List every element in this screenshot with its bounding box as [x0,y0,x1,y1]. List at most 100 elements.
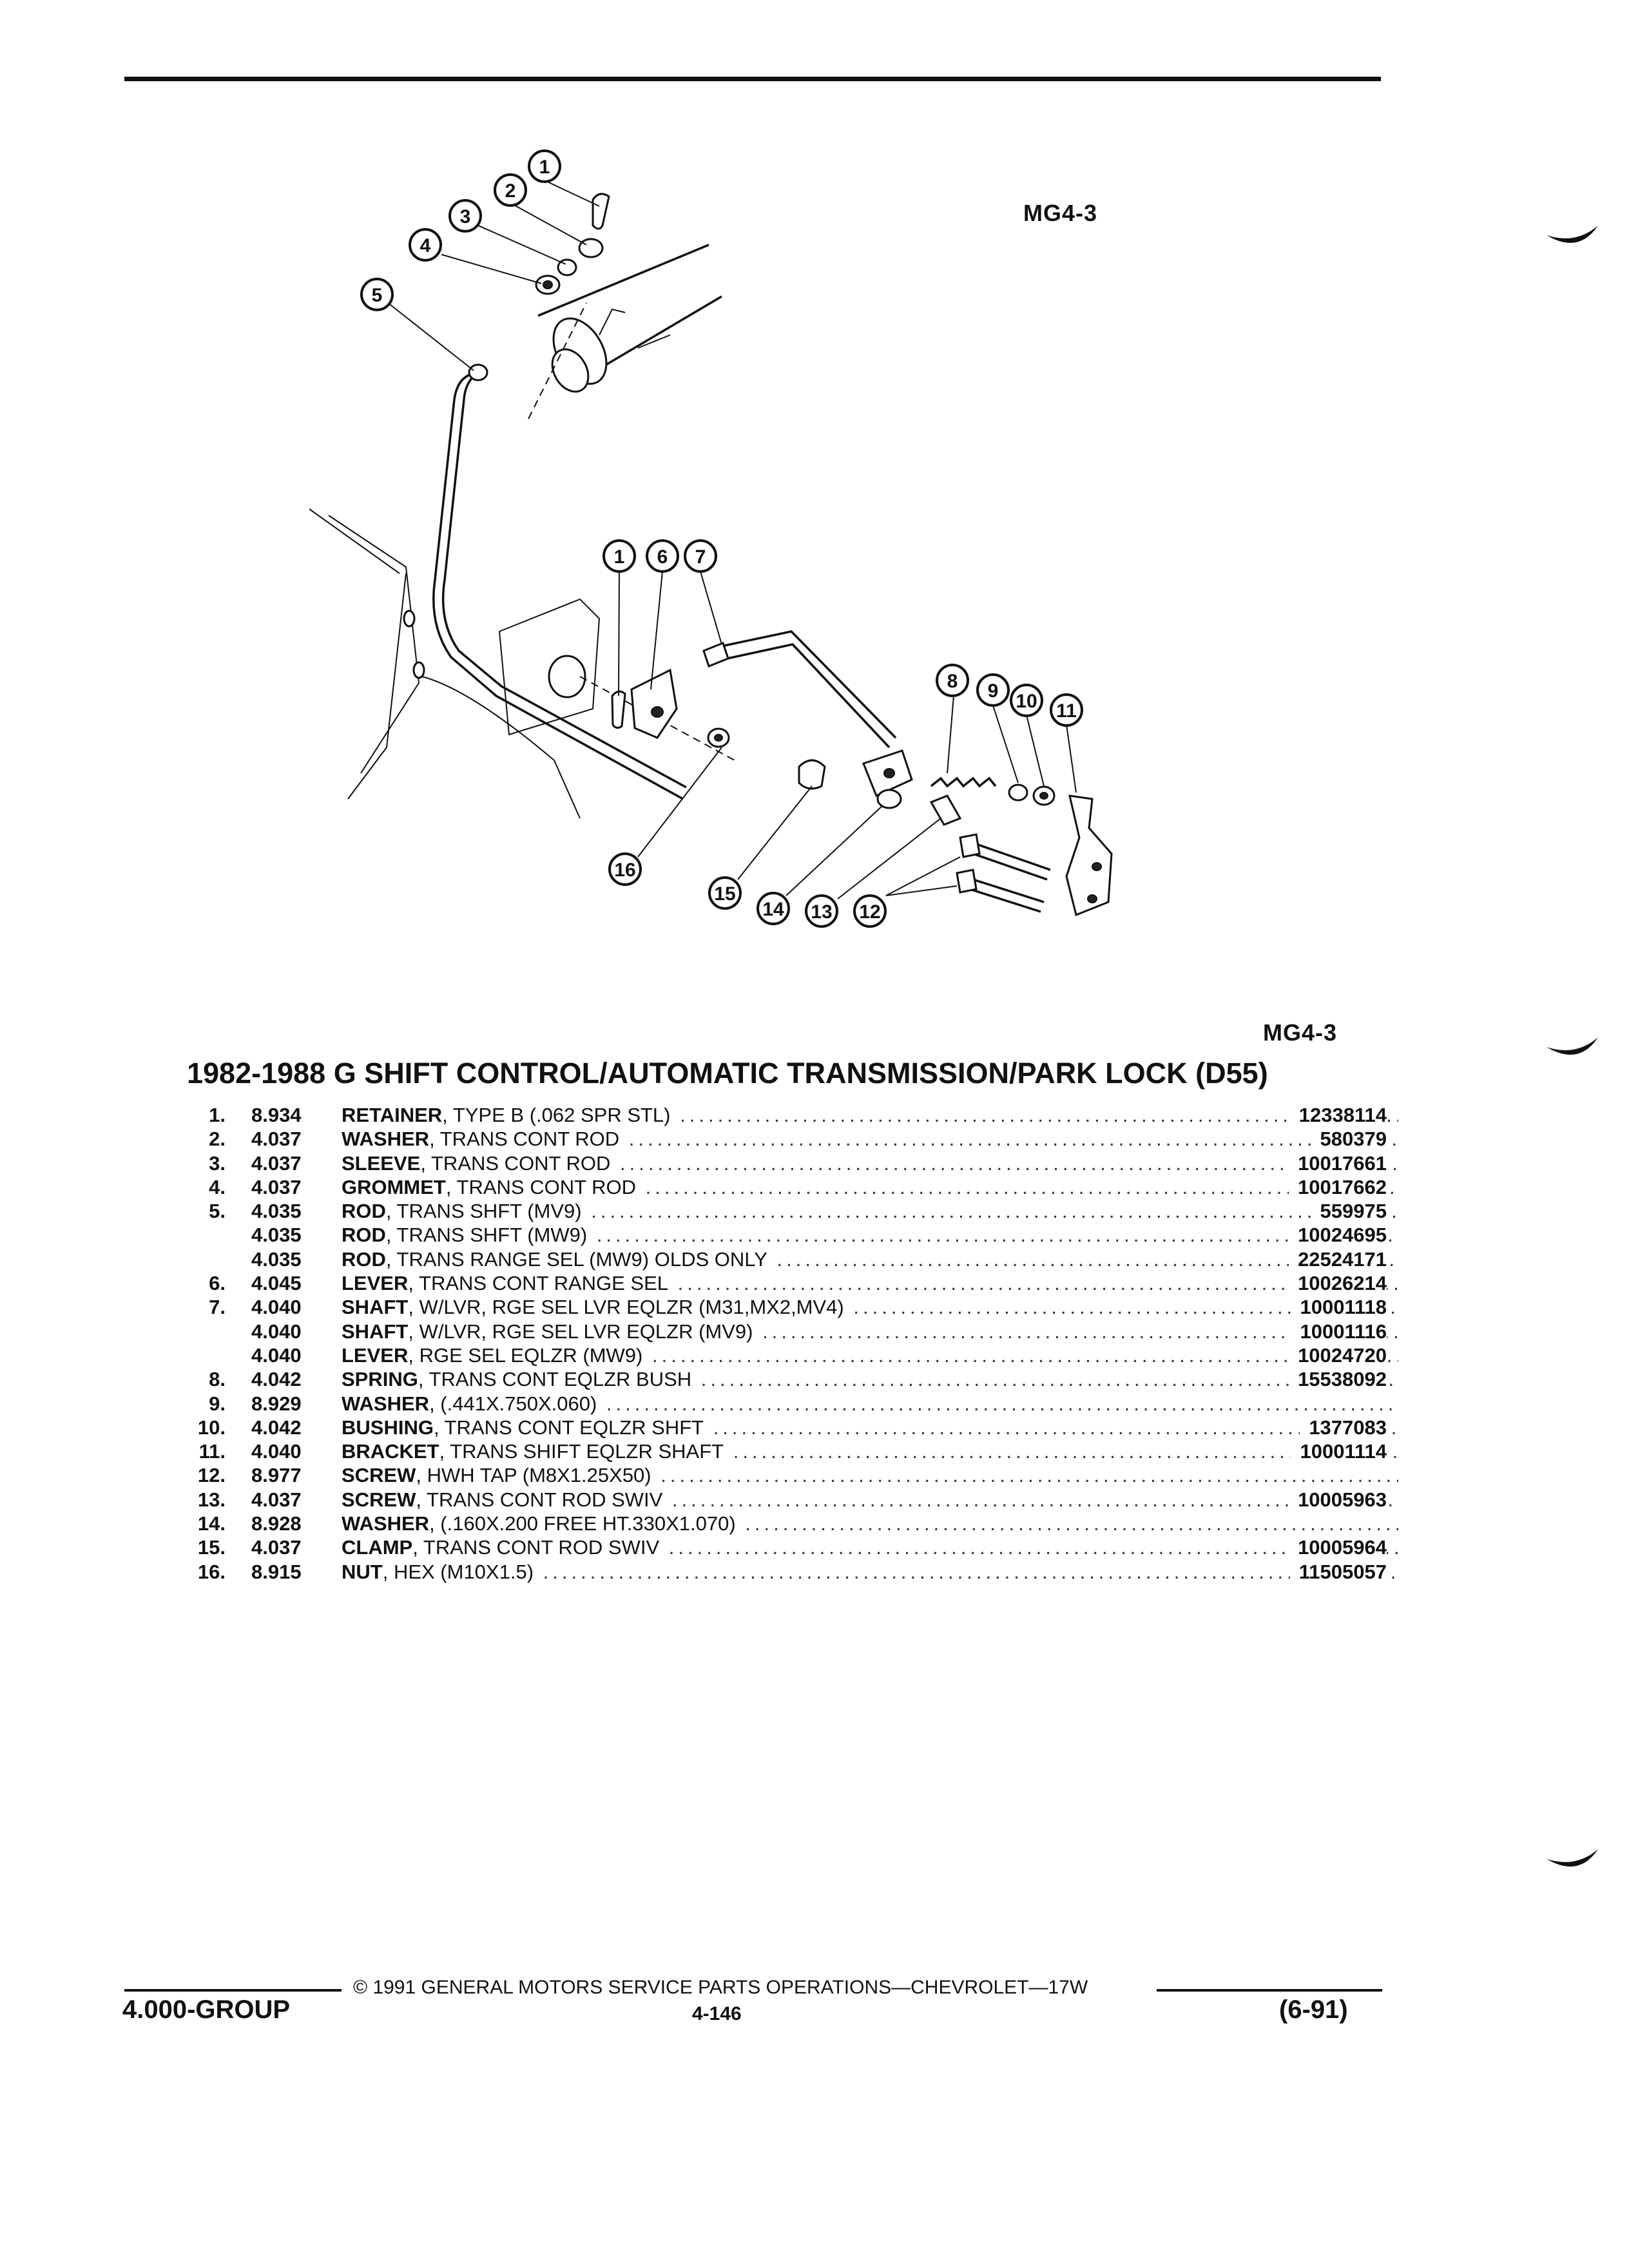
part-description: WASHER, (.160X.200 FREE HT.330X1.070) ..… [342,1512,1398,1535]
part-description: SCREW, HWH TAP (M8X1.25X50) ............… [342,1463,1398,1487]
svg-text:3: 3 [460,206,471,227]
frame-outline [347,573,407,800]
dot-leader: ........................................… [668,1536,1398,1559]
part-name: LEVER [342,1343,409,1367]
footer-copyright: © 1991 GENERAL MOTORS SERVICE PARTS OPER… [353,1977,1088,1998]
group-number: 4.037 [251,1128,302,1151]
part-number: 10005964 [1289,1535,1387,1560]
dot-leader: ........................................… [596,1224,1398,1247]
frame-outline [328,515,420,774]
binder-mark [1547,226,1598,243]
item-number: 1. [209,1104,226,1126]
binder-mark [1547,1849,1598,1867]
group-number: 4.040 [251,1440,302,1463]
svg-text:15: 15 [714,883,735,905]
part-description: BRACKET, TRANS SHIFT EQLZR SHAFT .......… [342,1439,1398,1463]
callout-3: 3 [448,199,482,233]
svg-text:8: 8 [947,671,958,692]
group-number: 4.042 [251,1368,302,1391]
part-description: WASHER, TRANS CONT ROD .................… [342,1127,1398,1151]
callout-14: 14 [757,892,790,925]
figure-label-bottom: MG4-3 [1263,1019,1338,1046]
part-description: CLAMP, TRANS CONT ROD SWIV .............… [342,1535,1398,1559]
part-name: BUSHING [342,1416,434,1439]
screw-part-12 [972,852,1048,881]
svg-text:11: 11 [1056,700,1077,722]
part-name: GROMMET [342,1175,446,1198]
svg-text:13: 13 [811,901,832,923]
group-number: 4.040 [251,1296,302,1319]
item-number: 2. [209,1128,226,1151]
svg-text:16: 16 [614,860,635,881]
callout-10: 10 [1010,684,1043,717]
part-name: SPRING [342,1368,418,1391]
parts-list-row: 7. 4.040 SHAFT, W/LVR, RGE SEL LVR EQLZR (… [180,1295,1398,1320]
transmission-housing [498,598,601,736]
part-name: CLAMP [342,1536,413,1559]
svg-text:10: 10 [1016,691,1037,712]
dot-leader: ........................................… [543,1560,1398,1583]
dot-leader: ........................................… [645,1175,1398,1198]
group-number: 4.040 [251,1320,302,1343]
item-number: 13. [197,1488,226,1511]
bracket-hole [1092,862,1102,871]
part-number: 10001116 [1291,1319,1387,1343]
item-number: 3. [209,1151,226,1175]
dot-leader: ........................................… [628,1128,1398,1151]
retainer-part-2 [611,690,626,729]
part-description: ROD, TRANS SHFT (MV9) ..................… [342,1199,1398,1223]
part-number: 11505057 [1289,1559,1387,1584]
part-description: SLEEVE, TRANS CONT ROD .................… [342,1151,1398,1175]
exploded-parts-diagram: 1 2 3 4 5 1 6 7 8 9 10 11 16 15 14 13 12 [309,129,1199,999]
group-number: 4.040 [251,1343,302,1367]
item-number: 6. [209,1272,226,1295]
column-shaft-stub [551,348,590,393]
part-description: ROD, TRANS SHFT (MW9) ..................… [342,1223,1398,1247]
item-number: 9. [209,1392,226,1415]
part-name: SCREW [342,1488,416,1511]
item-number: 10. [197,1416,226,1439]
range-select-lever [630,668,678,739]
part-number: 22524171 [1289,1247,1387,1272]
part-number: 1377083 [1300,1415,1387,1440]
part-detail: , TRANS SHIFT EQLZR SHAFT [439,1440,724,1463]
svg-text:2: 2 [505,180,516,202]
equalizer-shaft [715,630,897,739]
grommet-hole [543,280,553,289]
part-number: 10017662 [1289,1175,1387,1200]
part-name: SHAFT [342,1320,409,1343]
callout-4: 4 [409,228,442,262]
part-detail: , TRANS CONT RANGE SEL [408,1272,669,1295]
plate-hole [883,768,895,778]
part-detail: , TRANS CONT EQLZR SHFT [433,1416,704,1439]
part-number: 580379 [1311,1127,1387,1151]
group-number: 8.928 [251,1512,302,1535]
callout-1-lower: 1 [602,539,636,573]
dot-leader: ........................................… [713,1416,1398,1439]
item-number: 15. [197,1536,226,1559]
part-description: ROD, TRANS RANGE SEL (MW9) OLDS ONLY ...… [342,1247,1398,1271]
part-number: 10026214 [1289,1271,1387,1296]
item-number: 4. [209,1175,226,1198]
group-number: 8.934 [251,1104,302,1126]
part-name: WASHER [342,1392,430,1415]
callout-12: 12 [853,894,887,928]
footer-group-label: 4.000-GROUP [122,1995,291,2024]
part-description: SHAFT, W/LVR, RGE SEL LVR EQLZR (M31,MX2… [342,1295,1398,1319]
footer-page-number: 4-146 [692,2003,742,2024]
group-number: 8.929 [251,1392,302,1415]
svg-text:4: 4 [420,235,431,256]
group-number: 4.035 [251,1247,302,1271]
part-detail: , RGE SEL EQLZR (MW9) [408,1343,643,1367]
part-detail: , HWH TAP (M8X1.25X50) [416,1464,651,1487]
footer-rule-right [1157,1989,1382,1992]
dot-leader: ........................................… [620,1151,1398,1175]
item-number: 7. [209,1296,226,1319]
group-number: 4.035 [251,1200,302,1223]
